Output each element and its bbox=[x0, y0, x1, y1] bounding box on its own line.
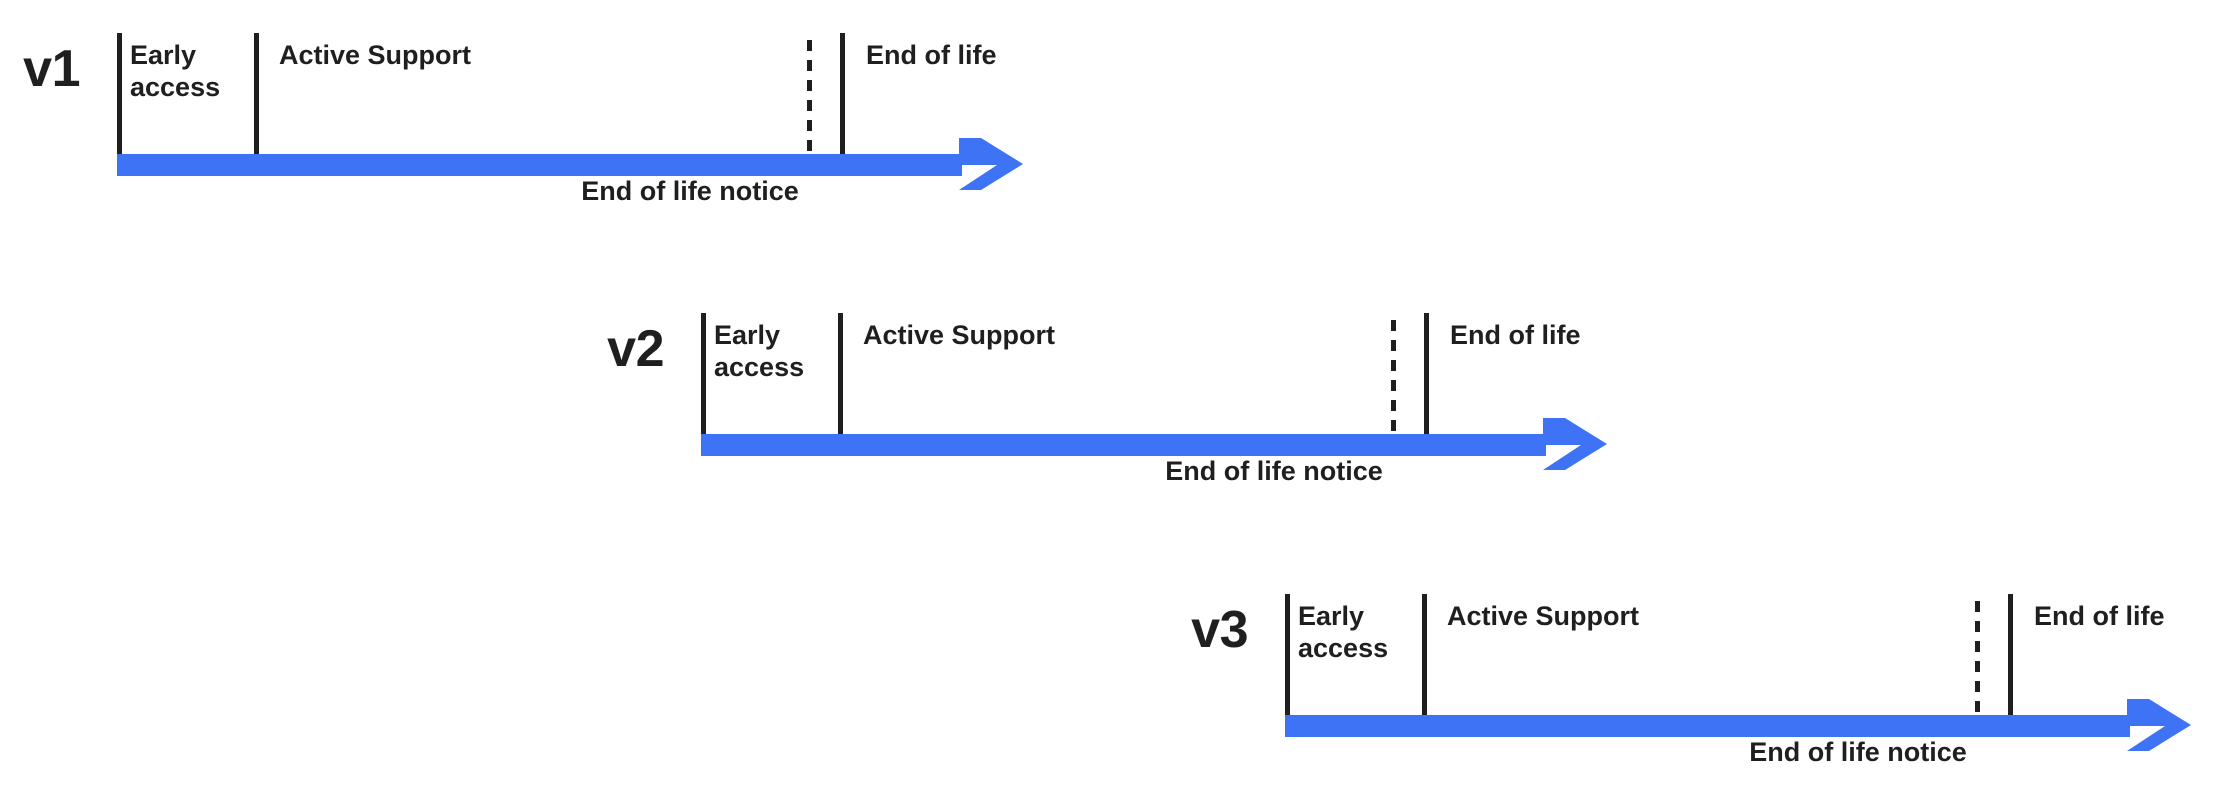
phase-label-early-access-v1: Early access bbox=[130, 40, 221, 102]
phase-divider-end-of-life-start-v3 bbox=[2008, 594, 2013, 715]
phase-label-end-of-life-v2: End of life bbox=[1450, 320, 1581, 350]
phase-label-active-support-v1: Active Support bbox=[279, 40, 472, 70]
version-label-v3: v3 bbox=[1191, 601, 1248, 659]
phase-divider-end-of-life-start-v2 bbox=[1424, 313, 1429, 434]
timeline-arrow-v2 bbox=[701, 418, 1607, 470]
phase-label-active-support-v2: Active Support bbox=[863, 320, 1056, 350]
end-of-life-notice-marker-v3 bbox=[1975, 601, 1980, 715]
phase-divider-active-support-start-v1 bbox=[254, 33, 259, 154]
version-label-v1: v1 bbox=[23, 40, 80, 98]
phase-divider-active-support-start-v2 bbox=[838, 313, 843, 434]
phase-label-end-of-life-v1: End of life bbox=[866, 40, 997, 70]
phase-divider-early-access-start-v1 bbox=[117, 33, 122, 154]
phase-divider-active-support-start-v3 bbox=[1422, 594, 1427, 715]
notice-label-v2: End of life notice bbox=[1165, 456, 1383, 486]
notice-label-v1: End of life notice bbox=[581, 176, 799, 206]
timeline-arrow-v1 bbox=[117, 138, 1023, 190]
version-label-v2: v2 bbox=[607, 320, 664, 378]
phase-divider-early-access-start-v3 bbox=[1285, 594, 1290, 715]
end-of-life-notice-marker-v1 bbox=[807, 40, 812, 154]
phase-label-active-support-v3: Active Support bbox=[1447, 601, 1640, 631]
phase-divider-end-of-life-start-v1 bbox=[840, 33, 845, 154]
notice-label-v3: End of life notice bbox=[1749, 737, 1967, 767]
phase-divider-early-access-start-v2 bbox=[701, 313, 706, 434]
phase-label-early-access-v3: Early access bbox=[1298, 601, 1389, 663]
phase-label-early-access-v2: Early access bbox=[714, 320, 805, 382]
phase-label-end-of-life-v3: End of life bbox=[2034, 601, 2165, 631]
end-of-life-notice-marker-v2 bbox=[1391, 320, 1396, 434]
timeline-arrow-v3 bbox=[1285, 699, 2191, 751]
